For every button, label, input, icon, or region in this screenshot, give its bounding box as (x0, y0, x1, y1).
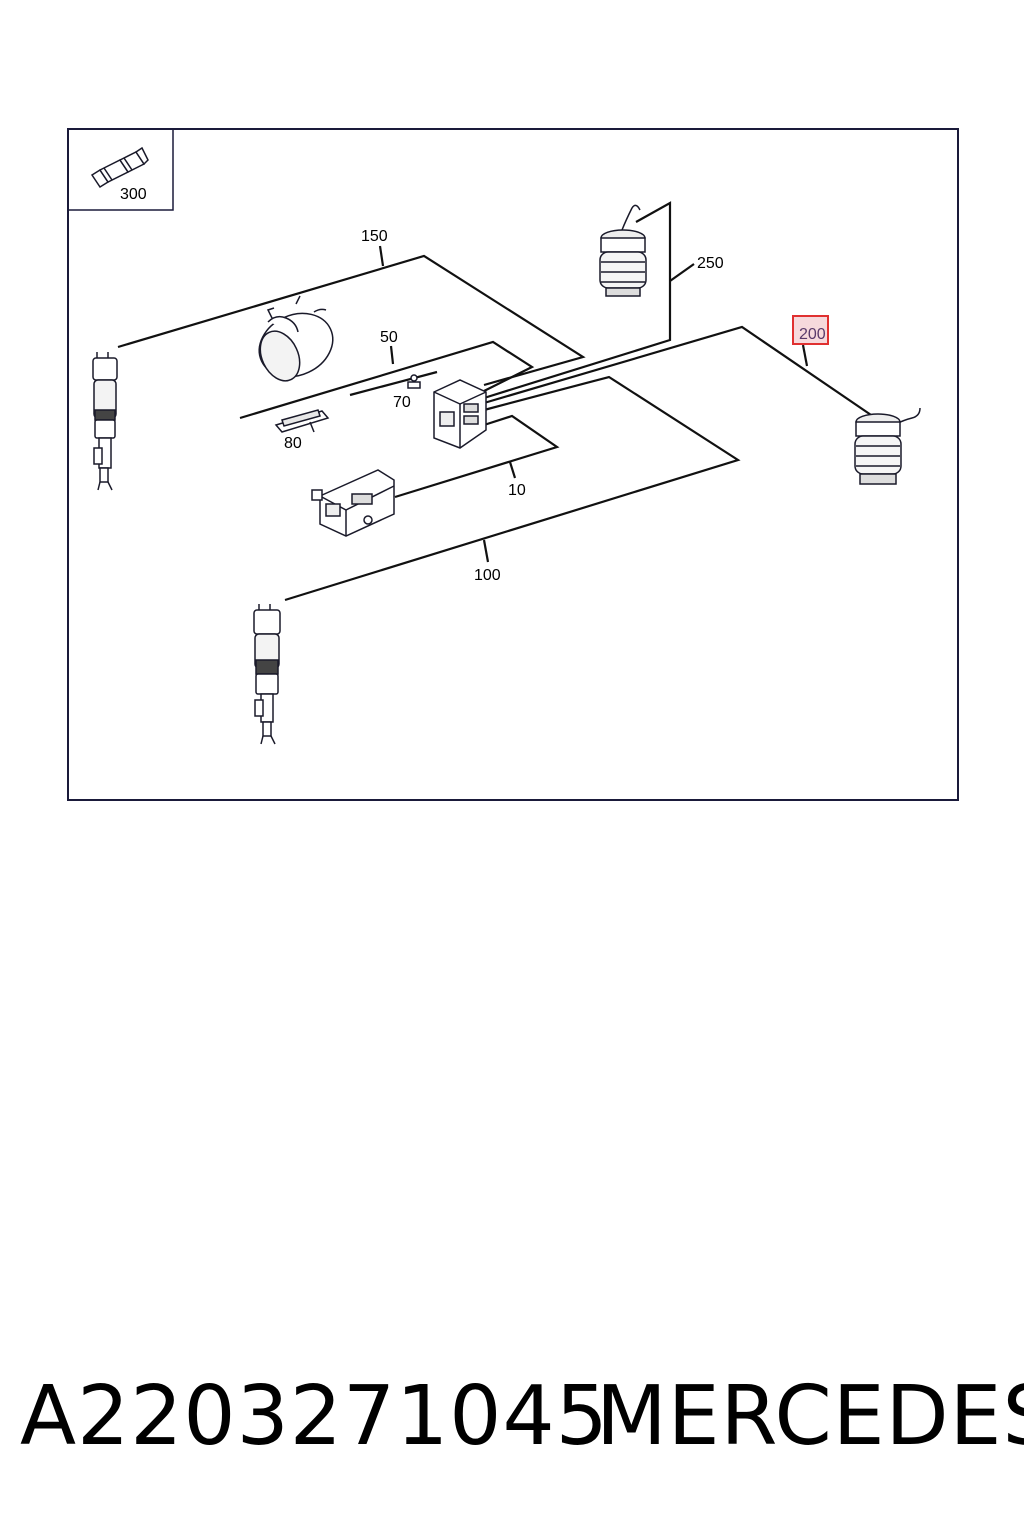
rear-left-air-spring[interactable] (599, 204, 647, 297)
callout-250[interactable]: 250 (697, 255, 724, 272)
callout-10[interactable]: 10 (508, 482, 526, 499)
mounting-bracket[interactable] (274, 409, 330, 433)
front-left-air-strut[interactable] (92, 352, 118, 491)
brand-name: MERCEDES (596, 1369, 1024, 1464)
part-number: A2203271045 (20, 1369, 609, 1464)
front-right-air-strut[interactable] (253, 604, 281, 745)
callout-300[interactable]: 300 (120, 186, 147, 203)
rear-right-air-spring[interactable] (854, 407, 921, 485)
callout-150[interactable]: 150 (361, 228, 388, 245)
callout-100[interactable]: 100 (474, 567, 501, 584)
clip-part-70[interactable] (407, 374, 421, 389)
valve-block[interactable] (433, 379, 487, 449)
callout-80[interactable]: 80 (284, 435, 302, 452)
parts-diagram: 300 (67, 128, 959, 801)
leader-lines (117, 201, 875, 602)
callout-200[interactable]: 200 (799, 326, 826, 343)
fitting-part-300[interactable] (90, 146, 149, 189)
callout-50[interactable]: 50 (380, 329, 398, 346)
footer: A2203271045 MERCEDES (0, 1362, 1024, 1472)
air-compressor[interactable] (249, 295, 343, 388)
callout-200-highlight (792, 315, 829, 345)
level-control-unit[interactable] (311, 469, 395, 537)
diagram-frame (67, 128, 959, 801)
callout-70[interactable]: 70 (393, 394, 411, 411)
inset-box (67, 128, 174, 211)
